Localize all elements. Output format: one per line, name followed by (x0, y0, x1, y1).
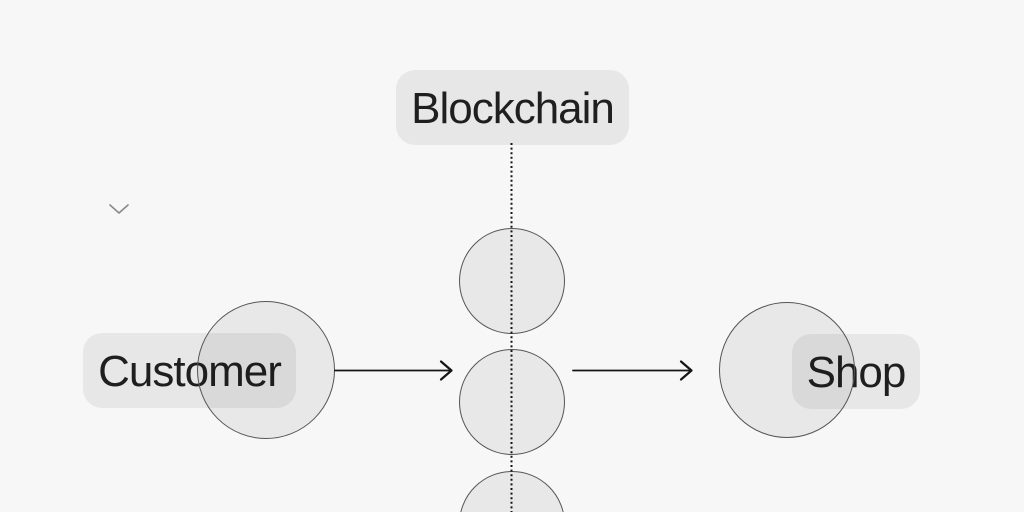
blockchain-chain-circle-middle (459, 349, 565, 455)
node-blockchain-label: Blockchain (411, 84, 615, 133)
arrow-blockchain-to-shop (572, 360, 693, 381)
arrow-head-icon (679, 360, 693, 381)
blockchain-chain-circle-bottom (459, 471, 565, 512)
chevron-down-icon[interactable] (109, 204, 129, 214)
node-blockchain: Blockchain (396, 70, 629, 145)
arrow-head-icon (439, 360, 453, 381)
customer-circle (197, 301, 335, 439)
blockchain-chain-circle-top (459, 228, 565, 334)
arrow-customer-to-blockchain (334, 360, 453, 381)
shop-circle (719, 302, 855, 438)
